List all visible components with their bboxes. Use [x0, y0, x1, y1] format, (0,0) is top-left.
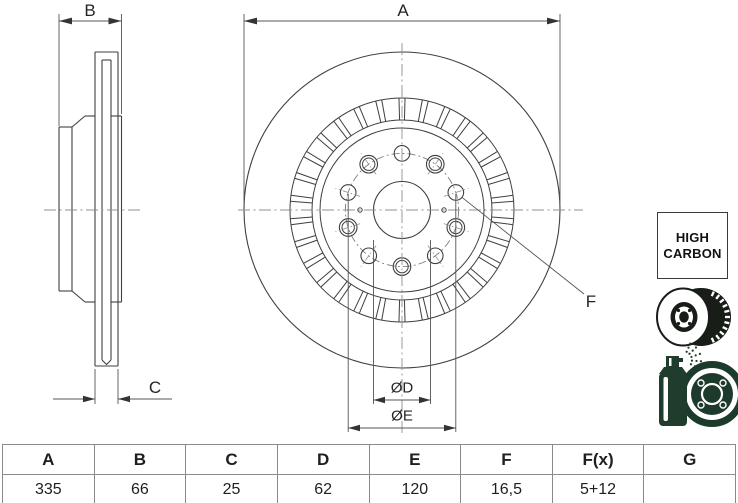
label-dim-b: B [84, 1, 96, 20]
table-header-cell: D [276, 444, 370, 475]
table-value-row: 335 66 25 62 120 16,5 5+12 [2, 474, 736, 503]
label-dim-a: A [397, 1, 409, 20]
table-value-cell [643, 474, 736, 503]
dimension-table: A B C D E F F(x) G 335 66 25 62 120 16,5… [2, 444, 736, 503]
f-leader-line [461, 196, 585, 295]
table-value-cell: 25 [185, 474, 278, 503]
table-header-cell: G [643, 444, 736, 475]
label-dia-d: ØD [390, 379, 414, 397]
spray-particles [685, 342, 703, 370]
table-value-cell: 5+12 [551, 474, 645, 503]
table-header-cell: F [460, 444, 553, 475]
table-value-cell: 120 [368, 474, 462, 503]
table-header-cell: C [185, 444, 278, 475]
table-value-cell: 66 [93, 474, 187, 503]
table-header-cell: F(x) [551, 444, 645, 475]
dimensions [53, 14, 585, 432]
centerlines [44, 43, 583, 434]
coated-disc [679, 361, 738, 427]
vented-brake-disc-icon [656, 287, 731, 347]
dimension-a [243, 14, 561, 202]
dimension-c [53, 369, 172, 404]
vent-slots [290, 98, 514, 322]
coating-spray-icon [659, 342, 738, 427]
dimension-e [347, 194, 457, 432]
table-header-row: A B C D E F F(x) G [2, 444, 736, 475]
dimension-d [373, 240, 431, 404]
table-value-cell: 16,5 [460, 474, 553, 503]
dimension-b [58, 14, 122, 126]
table-header-cell: A [2, 444, 95, 475]
high-carbon-badge: HIGH CARBON [657, 212, 728, 279]
label-dim-f: F [585, 292, 597, 311]
badge-line2: CARBON [663, 246, 722, 261]
spray-can [659, 356, 687, 426]
table-value-cell: 62 [276, 474, 370, 503]
table-value-cell: 335 [2, 474, 95, 503]
table-header-cell: B [93, 444, 187, 475]
badge-line1: HIGH [675, 230, 710, 245]
side-view [58, 51, 123, 367]
table-header-cell: E [368, 444, 462, 475]
label-dim-c: C [148, 378, 162, 397]
label-dia-e: ØE [391, 407, 413, 425]
rim-vent-dashes [710, 291, 730, 343]
